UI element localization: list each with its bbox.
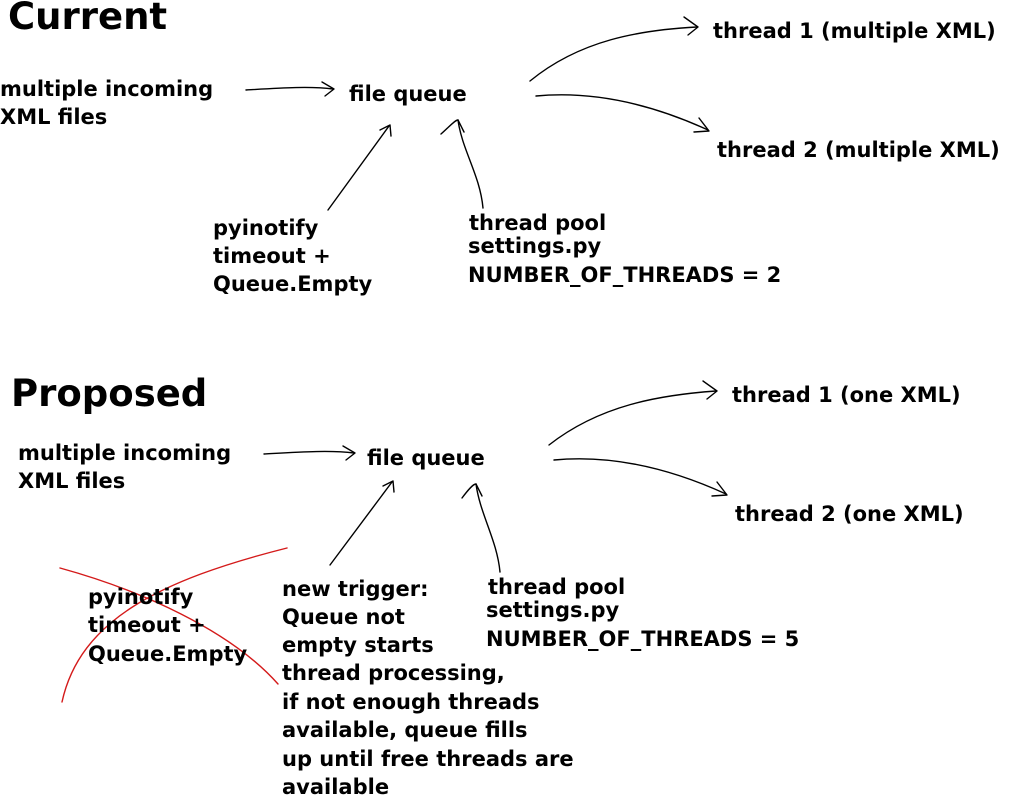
proposed-new-trigger-line-4: thread processing, <box>282 661 505 685</box>
proposed-new-trigger-line-3: empty starts <box>282 633 434 657</box>
proposed-new-trigger-line-6: available, queue fills <box>282 718 528 742</box>
current-trigger-line-2: timeout + <box>213 244 331 268</box>
proposed-new-trigger-line-2: Queue not <box>282 605 405 629</box>
current-arrow-queue-to-thread1 <box>529 16 699 82</box>
current-trigger-line-1: pyinotify <box>213 216 319 240</box>
strikethrough-old-trigger <box>59 547 288 703</box>
proposed-incoming-line-2: XML files <box>18 469 126 493</box>
proposed-thread-1: thread 1 (one XML) <box>732 383 961 407</box>
proposed-heading: Proposed <box>11 372 208 415</box>
proposed-arrow-queue-to-thread1 <box>548 380 718 446</box>
proposed-arrow-incoming-to-queue <box>263 445 356 461</box>
current-arrow-incoming-to-queue <box>245 81 335 97</box>
current-incoming-line-1: multiple incoming <box>0 77 214 101</box>
proposed-old-trigger-line-1: pyinotify <box>88 585 194 609</box>
proposed-new-trigger-line-8: available <box>282 775 390 799</box>
current-thread-setting: NUMBER_OF_THREADS = 2 <box>468 263 782 287</box>
current-heading: Current <box>8 0 168 38</box>
proposed-arrow-queue-to-thread2 <box>553 458 728 497</box>
current-pool-line-1: thread pool <box>469 211 607 235</box>
proposed-file-queue: file queue <box>367 446 485 470</box>
current-file-queue: file queue <box>349 82 467 106</box>
current-arrow-pool-to-queue <box>440 119 484 209</box>
current-pool-line-2: settings.py <box>468 234 602 258</box>
current-thread-2: thread 2 (multiple XML) <box>717 138 1000 162</box>
proposed-pool-line-1: thread pool <box>488 575 626 599</box>
proposed-new-trigger-line-7: up until free threads are <box>282 747 574 771</box>
proposed-old-trigger-line-2: timeout + <box>88 613 206 637</box>
proposed-incoming-line-1: multiple incoming <box>18 441 232 465</box>
proposed-arrow-pool-to-queue <box>461 483 501 573</box>
current-thread-1: thread 1 (multiple XML) <box>713 19 996 43</box>
proposed-thread-setting: NUMBER_OF_THREADS = 5 <box>486 627 800 651</box>
proposed-arrow-trigger-to-queue <box>329 480 395 566</box>
current-incoming-line-2: XML files <box>0 105 108 129</box>
proposed-new-trigger-line-1: new trigger: <box>282 577 429 601</box>
current-trigger-line-3: Queue.Empty <box>213 272 373 296</box>
proposed-pool-line-2: settings.py <box>486 598 620 622</box>
current-arrow-queue-to-thread2 <box>535 94 710 133</box>
proposed-new-trigger-line-5: if not enough threads <box>282 690 540 714</box>
proposed-thread-2: thread 2 (one XML) <box>735 502 964 526</box>
current-arrow-trigger-to-queue <box>327 124 392 211</box>
proposed-old-trigger-line-3: Queue.Empty <box>88 642 248 666</box>
